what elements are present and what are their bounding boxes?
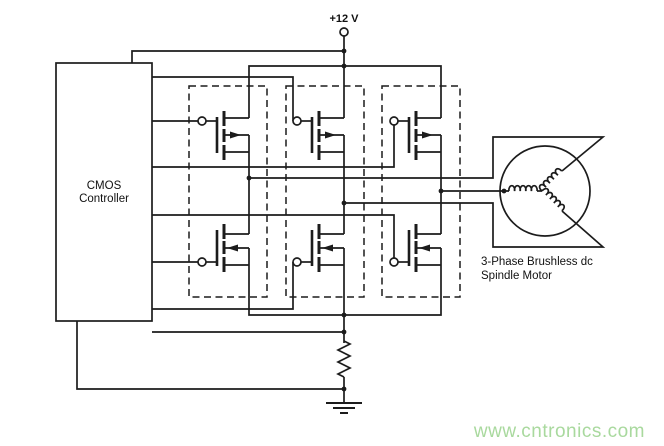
stator-coil-lower-icon (541, 186, 567, 212)
half-bridge-modules (188, 85, 461, 298)
controller-label-line2: Controller (79, 193, 129, 205)
mosfet-low-side-3 (388, 222, 443, 274)
junction-dot (341, 312, 347, 318)
ground-icon (326, 402, 362, 414)
junction-dot (341, 48, 347, 54)
phase-a-wire (249, 136, 606, 179)
controller-supply-wire (131, 50, 344, 63)
junction-dot (501, 188, 507, 194)
gate-wire-high-3 (152, 125, 395, 168)
half-bridge-module-1 (188, 85, 268, 298)
gate-wire-low-2 (152, 262, 294, 310)
junction-dot (246, 175, 252, 181)
mosfet-high-side-1 (196, 109, 251, 162)
mosfet-low-side-1 (196, 222, 251, 274)
wires (76, 36, 606, 403)
spindle-motor (499, 145, 591, 237)
source-bus (248, 265, 442, 316)
motor-label-line2: Spindle Motor (481, 270, 552, 282)
controller-ground-wire (76, 321, 344, 390)
positive-rail (248, 65, 442, 118)
cmos-controller-box (55, 62, 153, 322)
half-bridge-module-3 (381, 85, 461, 298)
supply-terminal-icon (339, 27, 349, 37)
junction-dot (341, 386, 347, 392)
motor-circle (499, 145, 591, 237)
half-bridge-module-2 (285, 85, 365, 298)
junction-dots (246, 48, 507, 392)
phase-b-wire (344, 202, 606, 248)
motor-label-line1: 3-Phase Brushless dc (481, 256, 593, 268)
supply-label: +12 V (329, 13, 359, 25)
watermark: www.cntronics.com (473, 421, 645, 442)
mosfet-high-side-2 (291, 109, 346, 162)
junction-dot (341, 200, 347, 206)
sense-resistor-icon (336, 340, 352, 378)
stator-coil-upper-icon (537, 166, 563, 192)
controller-label-line1: CMOS (87, 180, 122, 192)
gate-wire-low-3 (152, 214, 395, 258)
junction-dot (438, 188, 444, 194)
gate-wire-high-2 (152, 76, 294, 121)
mosfet-low-side-2 (291, 222, 346, 274)
stator-coil-left-icon (508, 184, 538, 192)
mosfet-high-side-3 (388, 109, 443, 162)
junction-dot (341, 63, 347, 69)
junction-dot (341, 329, 347, 335)
